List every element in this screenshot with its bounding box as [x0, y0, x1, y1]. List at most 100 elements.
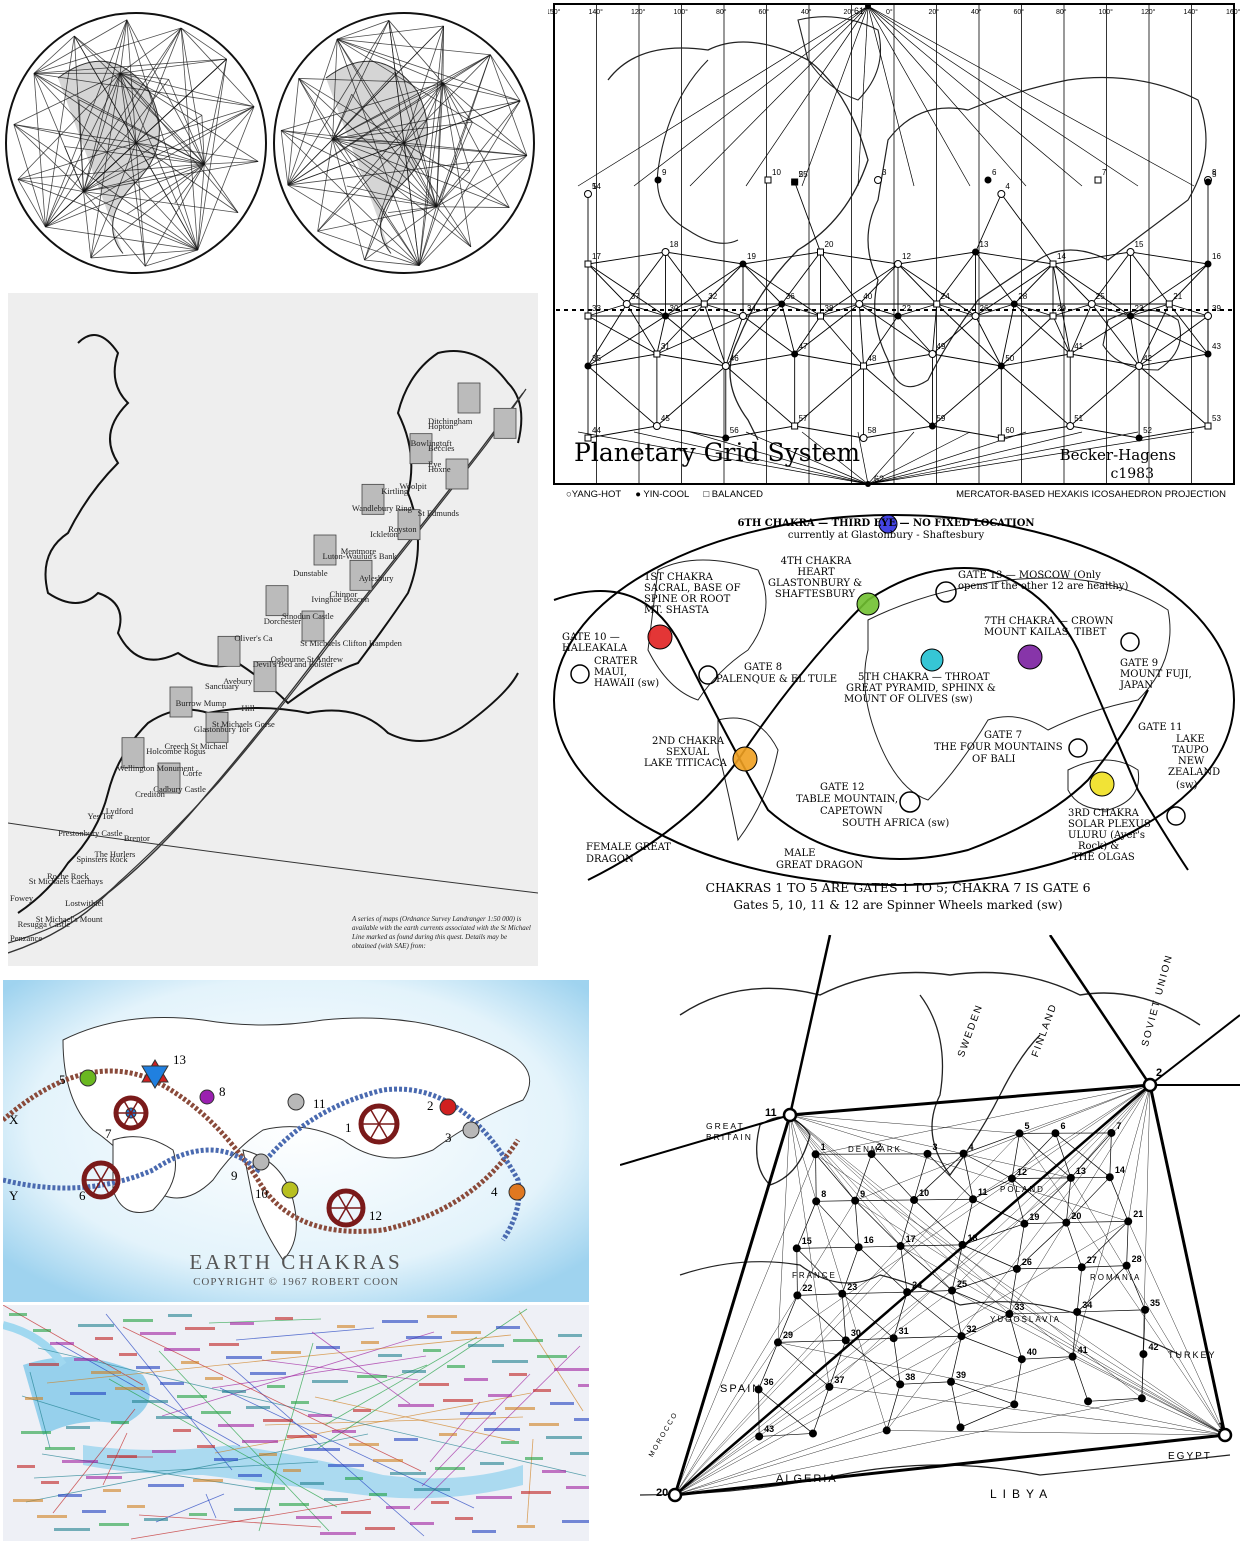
- dense-map-label-mark: [455, 1517, 473, 1520]
- grid-polar-edge: [867, 5, 1195, 187]
- dense-map-label-mark: [513, 1339, 543, 1342]
- gate11-label-1: GATE 11: [1138, 722, 1183, 733]
- grid-triangle-edge: [931, 303, 938, 355]
- europe-mesh-edge: [900, 1245, 908, 1293]
- grid-node-number: 50: [1005, 354, 1014, 363]
- dense-map-label-mark: [21, 1431, 51, 1434]
- gate-11-marker: [1166, 806, 1186, 826]
- south-pole-number: 62: [874, 474, 884, 484]
- dense-map-label-mark: [562, 1520, 589, 1523]
- europe-mesh-edge: [906, 1291, 962, 1337]
- globe-grid-line: [83, 106, 255, 192]
- europe-mesh-edge: [961, 1313, 1010, 1337]
- grid-triangle-edge: [1138, 315, 1209, 367]
- dense-map-label-mark: [427, 1315, 457, 1318]
- dense-map-label-mark: [373, 1459, 403, 1462]
- uk-place-label: St Michaels Caerhays: [28, 876, 103, 886]
- europe-node-number: 16: [863, 1235, 874, 1246]
- dense-map-svg: [3, 1305, 589, 1541]
- dense-map-label-mark: [173, 1429, 191, 1432]
- coon-landmass-south-america: [242, 1149, 297, 1261]
- europe-mesh-edge: [777, 1295, 798, 1343]
- uk-map-svg: [8, 334, 538, 954]
- grid-node-yin: [662, 312, 669, 320]
- grid-triangle-edge: [1000, 193, 1054, 265]
- globe-grid-line: [298, 78, 437, 208]
- globe-grid-line: [13, 124, 137, 144]
- europe-radial-edge: [777, 1342, 1226, 1436]
- grid-node-number: 4: [1005, 182, 1010, 191]
- grid-node-number: 31: [661, 342, 670, 351]
- coon-num-2: 2: [427, 1098, 434, 1113]
- europe-node-dot: [1073, 1307, 1082, 1316]
- earth-chakra-gates-panel: 6TH CHAKRA — THIRD EYE — NO FIXED LOCATI…: [548, 510, 1240, 920]
- globe-grid-line: [119, 72, 259, 162]
- grid-node-number: 55: [799, 170, 808, 179]
- dense-map-line: [235, 1327, 375, 1341]
- dense-map-line: [46, 1334, 512, 1384]
- globe-grid-line: [17, 178, 84, 192]
- dense-map-label-mark: [50, 1342, 74, 1345]
- grid-node-yin: [1127, 312, 1134, 320]
- uk-place-label: Woolpit: [399, 480, 427, 491]
- north-america-outline: [647, 559, 767, 701]
- gate11-label-5: ZEALAND: [1168, 767, 1221, 778]
- europe-node-dot: [896, 1242, 905, 1251]
- dense-map-label-mark: [271, 1351, 301, 1354]
- dense-map-label-mark: [542, 1470, 566, 1473]
- dense-map-label-mark: [345, 1477, 363, 1480]
- europe-node-dot: [825, 1382, 834, 1391]
- grid-triangle-edge: [1013, 263, 1054, 305]
- grid-triangle-edge: [863, 425, 933, 439]
- europe-node-number: 42: [1148, 1342, 1159, 1353]
- globe-grid-line: [135, 142, 239, 213]
- grid-polar-edge: [801, 431, 869, 485]
- water-body-1: [23, 1357, 150, 1435]
- europe-radial-edge: [674, 1154, 816, 1496]
- grid-triangle-edge: [820, 251, 899, 265]
- grid-node-balanced: [1066, 350, 1074, 358]
- gate10-label-4: MAUI,: [594, 667, 628, 678]
- dense-map-label-mark: [230, 1322, 254, 1325]
- gate-8-marker: [698, 665, 718, 685]
- grid-node-number: 41: [1074, 342, 1083, 351]
- europe-node-number: 8: [821, 1189, 827, 1200]
- dense-map-label-mark: [197, 1445, 215, 1448]
- chakra5-label-3: MOUNT OF OLIVES (sw): [844, 694, 973, 705]
- dense-map-label-mark: [390, 1472, 426, 1475]
- europe-radial-edge: [829, 1386, 1226, 1436]
- grid-node-number: 2: [799, 170, 804, 179]
- uk-place-label: St Michael's Mount: [35, 914, 103, 925]
- europe-radial-edge: [674, 1342, 779, 1496]
- globe-grid-line: [83, 163, 205, 192]
- gate13-label-2: opens if the other 12 are healthy): [958, 581, 1129, 592]
- europe-mesh-edge: [1076, 1267, 1083, 1312]
- europe-grid-panel: GREAT BRITAIN SWEDEN FINLAND SOVIET UNIO…: [620, 935, 1240, 1541]
- grid-node-number: 18: [670, 240, 679, 249]
- grid-triangle-edge: [656, 303, 705, 355]
- uk-place-label: Dunstable: [293, 567, 328, 578]
- europe-mesh-edge: [1066, 1176, 1111, 1223]
- europe-mesh-edge: [963, 1153, 974, 1200]
- europe-mesh-edge: [1016, 1223, 1025, 1269]
- europe-node-dot: [838, 1289, 847, 1298]
- coon-num-12: 12: [369, 1208, 382, 1223]
- dense-map-label-mark: [447, 1365, 465, 1368]
- grid-spoke-2: [1048, 935, 1152, 1086]
- europe-corner-node: [782, 1107, 798, 1123]
- grid-node-number: 59: [936, 414, 945, 423]
- grid-triangle-edge: [1130, 251, 1209, 265]
- uk-place-label: Penzance: [10, 933, 43, 943]
- gate11-label-2: LAKE: [1176, 734, 1205, 745]
- europe-radial-edge: [1127, 1084, 1151, 1222]
- uk-landmark-picture: [265, 585, 289, 617]
- grid-triangle-edge: [1001, 365, 1071, 427]
- grid-node-yin: [584, 362, 592, 370]
- uk-place-label: Cadbury Castle: [153, 784, 206, 795]
- globe-grid-line: [33, 73, 137, 144]
- grid-longitude-label: 100°: [674, 8, 689, 16]
- grid-node-yang: [874, 176, 882, 184]
- grid-triangle-edge: [1130, 315, 1209, 355]
- grid-triangle-edge: [587, 303, 628, 367]
- grid-triangle-edge: [936, 251, 976, 305]
